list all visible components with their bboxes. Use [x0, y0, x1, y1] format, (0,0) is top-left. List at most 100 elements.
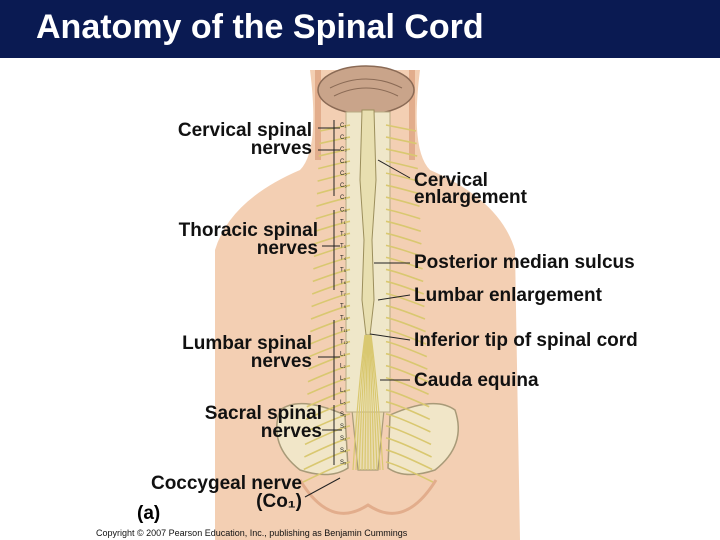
buttocks: [298, 479, 438, 515]
nerve-right-1: [385, 136, 417, 145]
label-cervical-spinal-2: nerves: [250, 138, 312, 159]
vertebra-label: T₂: [340, 231, 347, 237]
nerve-right-8: [385, 220, 422, 233]
spinal-cord-illustration: C₁C₂C₃C₄C₅C₆C₇C₈T₁T₂T₃T₄T₅T₆T₇T₉T₁₀T₁₁T₁…: [215, 65, 520, 540]
nerve-left-28: [302, 461, 351, 483]
nerve-right-23: [385, 401, 431, 421]
vertebra-label: T₃: [340, 243, 347, 249]
label-cervical-enlargement-2: enlargement: [414, 187, 527, 208]
vertebra-label: T₉: [340, 304, 347, 310]
label-inferior-tip: Inferior tip of spinal cord: [414, 330, 638, 351]
vertebra-label: T₇: [340, 292, 346, 298]
title-bar: Anatomy of the Spinal Cord: [0, 0, 720, 58]
nerve-right-27: [385, 449, 433, 471]
vertebra-label: T₁₂: [340, 340, 349, 346]
nerve-right-11: [385, 256, 423, 270]
nerve-right-20: [385, 364, 429, 383]
vertebra-label: L₃: [340, 376, 346, 382]
page-title: Anatomy of the Spinal Cord: [36, 8, 484, 46]
nerve-left-5: [316, 184, 351, 195]
nerve-right-21: [385, 376, 429, 395]
label-thoracic-spinal-1: Thoracic spinal: [178, 220, 318, 241]
nerve-left-11: [313, 256, 351, 270]
nerve-left-17: [309, 328, 351, 345]
nerve-left-9: [314, 232, 351, 245]
nerve-right-7: [385, 208, 421, 220]
vertebra-label: T₁: [340, 219, 346, 225]
vertebra-label: T₁₁: [340, 328, 348, 334]
cauda-strand: [358, 334, 367, 471]
spinal-cord: [359, 109, 377, 336]
vertebra-label: S₁: [340, 412, 346, 418]
label-cauda-equina: Cauda equina: [414, 370, 539, 391]
nerve-right-18: [385, 340, 428, 358]
nerve-left-2: [318, 148, 351, 157]
vertebra-label: S₃: [340, 436, 347, 442]
vertebra-label: C₄: [340, 159, 347, 165]
vertebra-label: C₈: [340, 207, 347, 213]
vertebra-label: C₇: [340, 195, 346, 201]
nerve-right-28: [385, 461, 434, 483]
cauda-strand: [368, 334, 375, 471]
nerve-right-14: [385, 292, 425, 308]
cerebellum: [317, 65, 415, 115]
vertebra-label: T₁₀: [340, 316, 349, 322]
part-label: (a): [137, 503, 161, 524]
nerve-right-2: [385, 148, 418, 157]
nerve-right-4: [385, 172, 419, 182]
vertebra-label: T₅: [340, 267, 347, 273]
nerve-left-19: [308, 352, 351, 370]
nerve-left-18: [308, 340, 351, 358]
nerve-right-15: [385, 304, 426, 320]
nerve-left-4: [317, 172, 351, 182]
nerve-left-3: [318, 160, 351, 170]
nerve-right-16: [385, 316, 426, 333]
vertebra-label: T₆: [340, 279, 347, 285]
label-posterior-median-sulcus: Posterior median sulcus: [414, 252, 635, 273]
vertebra-label: L₂: [340, 364, 346, 370]
vertebra-label: C₁: [340, 123, 346, 129]
vertebra-label: C₂: [340, 135, 347, 141]
vertebra-label: S₄: [340, 448, 347, 454]
cauda-strand: [369, 334, 381, 471]
nerve-right-6: [385, 196, 420, 207]
nerve-left-6: [316, 196, 351, 207]
nerve-right-3: [385, 160, 418, 170]
nerve-right-26: [385, 437, 432, 458]
vertebra-label: L₁: [340, 352, 345, 358]
vertebra-label: L₅: [340, 400, 346, 406]
nerve-right-13: [385, 280, 425, 295]
cauda-strand: [352, 334, 366, 471]
label-lumbar-spinal-2: nerves: [250, 351, 312, 372]
label-thoracic-spinal-2: nerves: [256, 238, 318, 259]
label-coccygeal-2: (Co₁): [256, 491, 302, 512]
label-coccygeal-1: Coccygeal nerve: [150, 473, 302, 494]
nerve-left-14: [311, 292, 351, 308]
cauda-strand: [364, 334, 368, 471]
nerve-left-27: [303, 449, 351, 471]
label-lumbar-spinal-1: Lumbar spinal: [182, 333, 312, 354]
nerve-right-0: [385, 124, 417, 132]
cauda-strand: [355, 334, 367, 471]
nerve-right-25: [385, 425, 432, 446]
label-sacral-spinal-1: Sacral spinal: [204, 403, 322, 424]
vertebra-label: L₄: [340, 388, 346, 394]
cauda-strand: [368, 334, 372, 471]
nerve-right-10: [385, 244, 423, 258]
leader-lines: [304, 120, 411, 498]
cauda-strand: [369, 334, 378, 471]
label-cervical-enlargement-1: Cervical: [414, 170, 488, 191]
cauda-strand: [361, 334, 368, 471]
nerve-left-15: [310, 304, 351, 320]
vertebra-label: T₄: [340, 255, 347, 261]
nerve-right-9: [385, 232, 422, 245]
nerve-right-5: [385, 184, 420, 195]
label-sacral-spinal-2: nerves: [260, 421, 322, 442]
nerve-left-1: [319, 136, 351, 145]
nerve-right-24: [385, 413, 431, 433]
vertebra-label: S₂: [340, 424, 347, 430]
nerve-left-8: [314, 220, 351, 233]
nerve-right-19: [385, 352, 428, 370]
nerve-right-12: [385, 268, 424, 283]
cauda-strand: [370, 334, 384, 471]
